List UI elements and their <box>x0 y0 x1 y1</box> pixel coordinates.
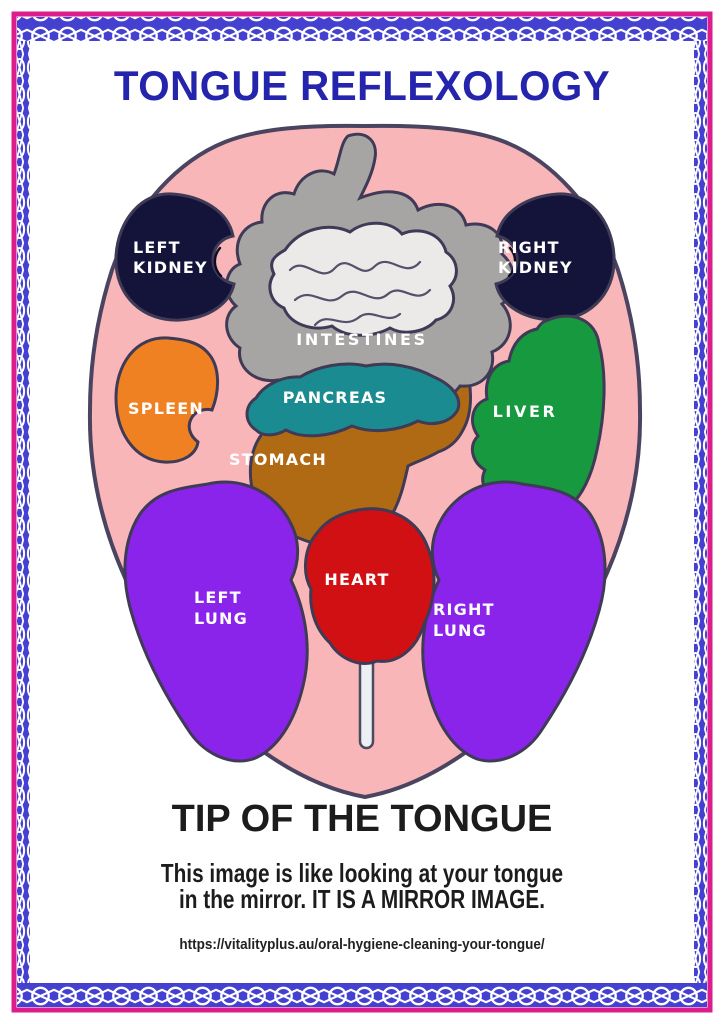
organ-labels: LEFT KIDNEY RIGHT KIDNEY INTESTINES SPLE… <box>128 238 573 640</box>
pancreas-label: PANCREAS <box>283 388 388 407</box>
stomach-label: STOMACH <box>229 450 327 469</box>
right-lung-label: RIGHT <box>433 600 495 619</box>
intestine-coil-line <box>293 288 432 302</box>
left-lung-label: LUNG <box>194 609 248 628</box>
liver-label: LIVER <box>493 402 558 421</box>
pancreas-shape <box>245 362 461 438</box>
left-kidney-label: LEFT <box>133 238 181 257</box>
heart-shape <box>304 507 436 665</box>
left-kidney-hilum-curl <box>213 246 223 278</box>
footer-description-line1: This image is like looking at your tongu… <box>160 858 564 888</box>
border-pattern-right <box>694 41 707 983</box>
intestines-label: INTESTINES <box>296 330 427 349</box>
right-lung-label: LUNG <box>433 621 487 640</box>
page-title: TONGUE REFLEXOLOGY <box>113 62 611 109</box>
spleen-shape <box>114 336 219 464</box>
left-lung-shape <box>123 480 309 763</box>
left-kidney-label: KIDNEY <box>133 258 208 277</box>
footer-description: This image is like looking at your tongu… <box>72 860 651 912</box>
liver-shape <box>470 314 606 525</box>
footer-heading: TIP OF THE TONGUE <box>171 798 553 840</box>
left-lung-label: LEFT <box>194 588 242 607</box>
spleen-label: SPLEEN <box>128 399 204 418</box>
tongue-diagram: LEFT KIDNEY RIGHT KIDNEY INTESTINES SPLE… <box>87 123 643 800</box>
intestine-coil-line <box>313 312 402 327</box>
heart-label: HEART <box>324 570 389 589</box>
footer-description-line2: in the mirror. IT IS A MIRROR IMAGE. <box>179 884 545 914</box>
right-lung-shape <box>421 480 607 763</box>
border-pattern-bottom <box>17 983 707 1007</box>
border-magenta-frame <box>11 11 713 1013</box>
right-kidney-label: KIDNEY <box>498 258 573 277</box>
footer-url: https://vitalityplus.au/oral-hygiene-cle… <box>179 936 545 953</box>
border-pattern-top <box>17 17 707 41</box>
left-kidney-shape <box>114 192 236 322</box>
border-pattern-left <box>17 41 30 983</box>
right-kidney-label: RIGHT <box>498 238 560 257</box>
intestine-coil-line <box>288 260 422 275</box>
right-kidney-shape <box>494 192 616 322</box>
intestine-coils-shape <box>268 221 458 337</box>
right-kidney-hilum-curl <box>507 246 517 278</box>
